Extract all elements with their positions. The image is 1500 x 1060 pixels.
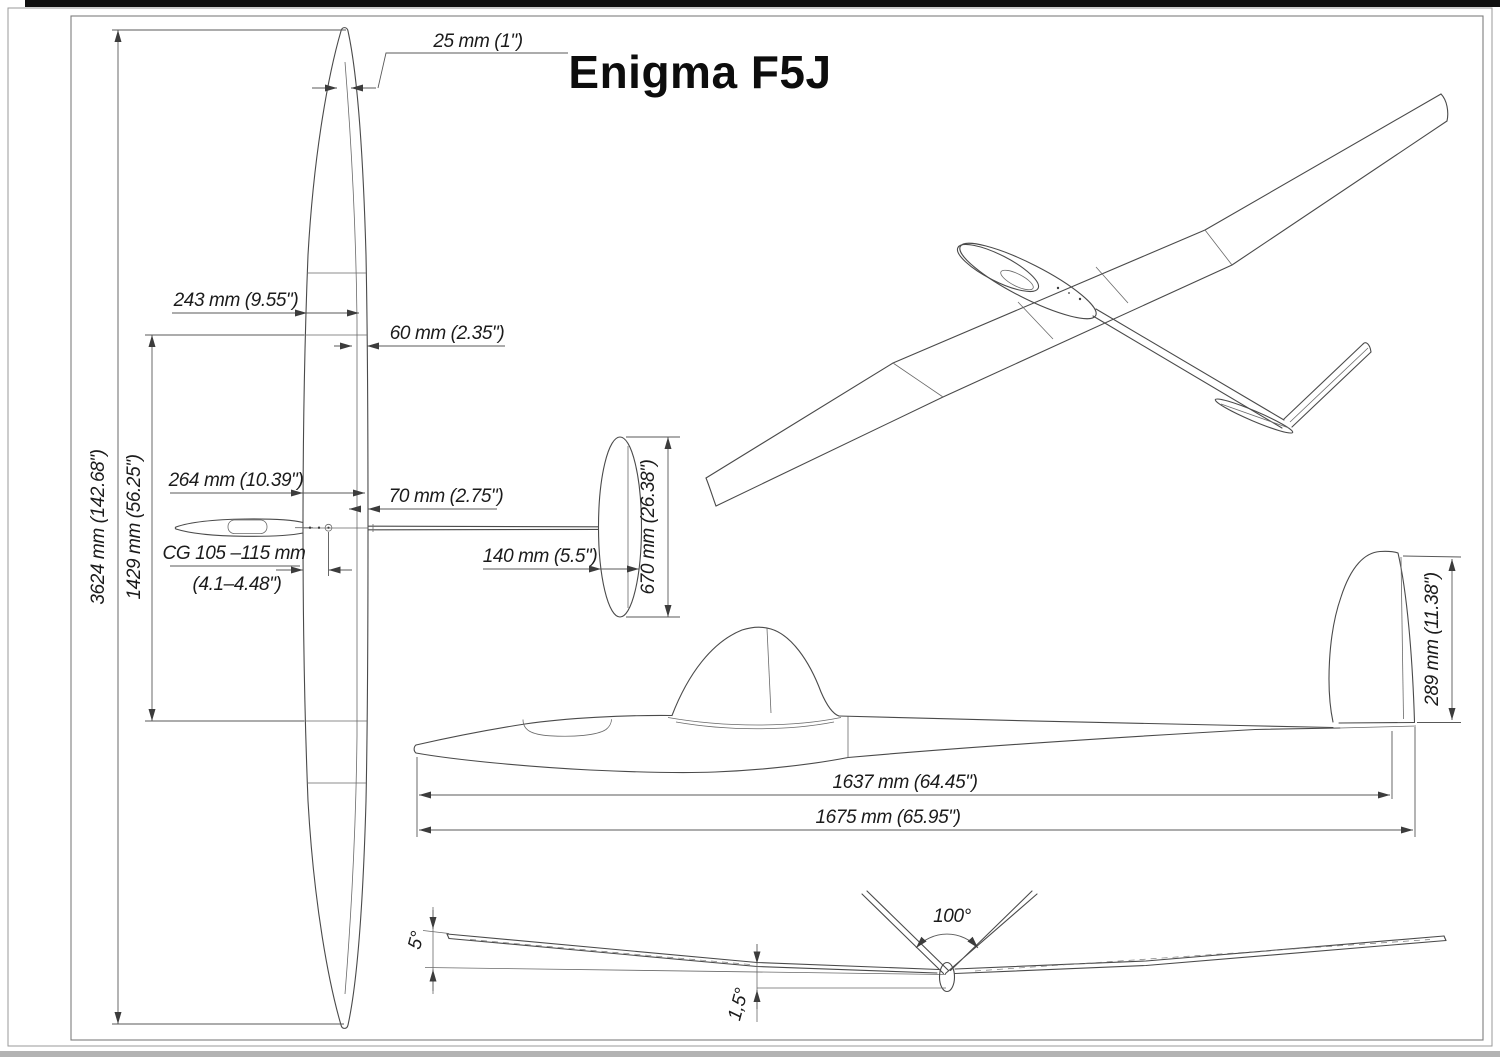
dim-root-chord: 264 mm (10.39")	[168, 470, 304, 491]
dim-total-length: 1675 mm (65.95")	[815, 807, 960, 828]
dim-aileron-chord: 60 mm (2.35")	[390, 323, 505, 344]
tail-plan	[367, 436, 643, 618]
dim-center-span: 1429 mm (56.25")	[124, 454, 145, 599]
fuselage-pod-plan	[174, 518, 333, 537]
inner-border	[70, 15, 1484, 1041]
side-fin	[1328, 550, 1417, 729]
persp-panel-breaks	[892, 229, 1233, 398]
persp-cg-dot	[1056, 286, 1060, 290]
persp-wing-tip-left	[705, 477, 717, 507]
persp-wing-trailing-edge	[715, 120, 1448, 507]
canopy-hatch-plan	[227, 519, 268, 535]
scan-bottom-bar	[0, 1051, 1500, 1057]
persp-cg-dot	[1068, 292, 1070, 294]
dim-fin-height: 289 mm (11.38")	[1422, 572, 1443, 707]
persp-wing-leading-edge	[705, 93, 1442, 479]
cg-range-dot	[308, 526, 312, 529]
dim-vtail-angle: 100°	[933, 906, 972, 927]
cg-mark-center	[327, 526, 330, 529]
persp-tail-boom	[1092, 308, 1285, 429]
tail-boom-plan	[367, 525, 599, 531]
panel-break-ticks	[303, 272, 368, 784]
scan-top-bar	[25, 0, 1500, 7]
persp-cg-dot	[1078, 297, 1082, 301]
persp-wing-tip-right	[1440, 93, 1449, 122]
front-vtail	[861, 890, 1038, 975]
side-fairing-band	[667, 717, 842, 730]
perspective-view	[705, 93, 1449, 507]
side-dimensions: 289 mm (11.38") 1637 mm (64.45") 1675 mm…	[416, 555, 1462, 837]
persp-hatch	[1000, 269, 1034, 291]
dim-center-chord: 70 mm (2.75")	[389, 486, 504, 507]
outer-border	[7, 7, 1493, 1047]
dim-cg-mm: CG 105 –115 mm	[163, 543, 306, 564]
dim-tip-chord: 25 mm (1")	[432, 31, 522, 52]
dim-fuselage-length: 1637 mm (64.45")	[832, 772, 977, 793]
side-view: 289 mm (11.38") 1637 mm (64.45") 1675 mm…	[413, 550, 1462, 837]
side-nose	[413, 744, 417, 754]
side-wing-root-fairing	[671, 626, 840, 717]
page-title: Enigma F5J	[568, 46, 831, 98]
dim-center-dihedral: 1,5°	[724, 985, 753, 1023]
dim-wingspan: 3624 mm (142.68")	[88, 449, 109, 604]
front-reference-line	[424, 967, 947, 975]
cg-range-dot	[317, 526, 321, 529]
stabilizer-plan	[597, 436, 643, 618]
side-nose-hatch	[522, 719, 612, 737]
side-fuselage	[413, 626, 1341, 774]
cg-mark	[324, 523, 333, 532]
side-fairing-frame	[766, 628, 772, 714]
front-view: 100° 5° 1,5°	[404, 890, 1447, 1023]
top-view: 3624 mm (142.68") 1429 mm (56.25") 25 mm…	[88, 27, 680, 1029]
persp-canopy	[956, 243, 1040, 293]
dim-tip-dihedral: 5°	[404, 929, 429, 952]
dim-stab-chord: 140 mm (5.5")	[483, 546, 598, 567]
wing-tip-bottom	[340, 1024, 349, 1029]
dim-stab-span: 670 mm (26.38")	[638, 459, 659, 594]
front-wing	[446, 933, 1447, 975]
dim-cg-in: (4.1–4.48")	[193, 574, 282, 595]
dim-outer-chord: 243 mm (9.55")	[173, 290, 299, 311]
persp-fuselage-pod	[959, 242, 1097, 320]
plan-dimensions: 3624 mm (142.68") 1429 mm (56.25") 25 mm…	[88, 29, 680, 1025]
wing-tip-top	[340, 27, 349, 32]
persp-vtail	[1214, 342, 1372, 434]
front-fuselage	[938, 961, 956, 993]
